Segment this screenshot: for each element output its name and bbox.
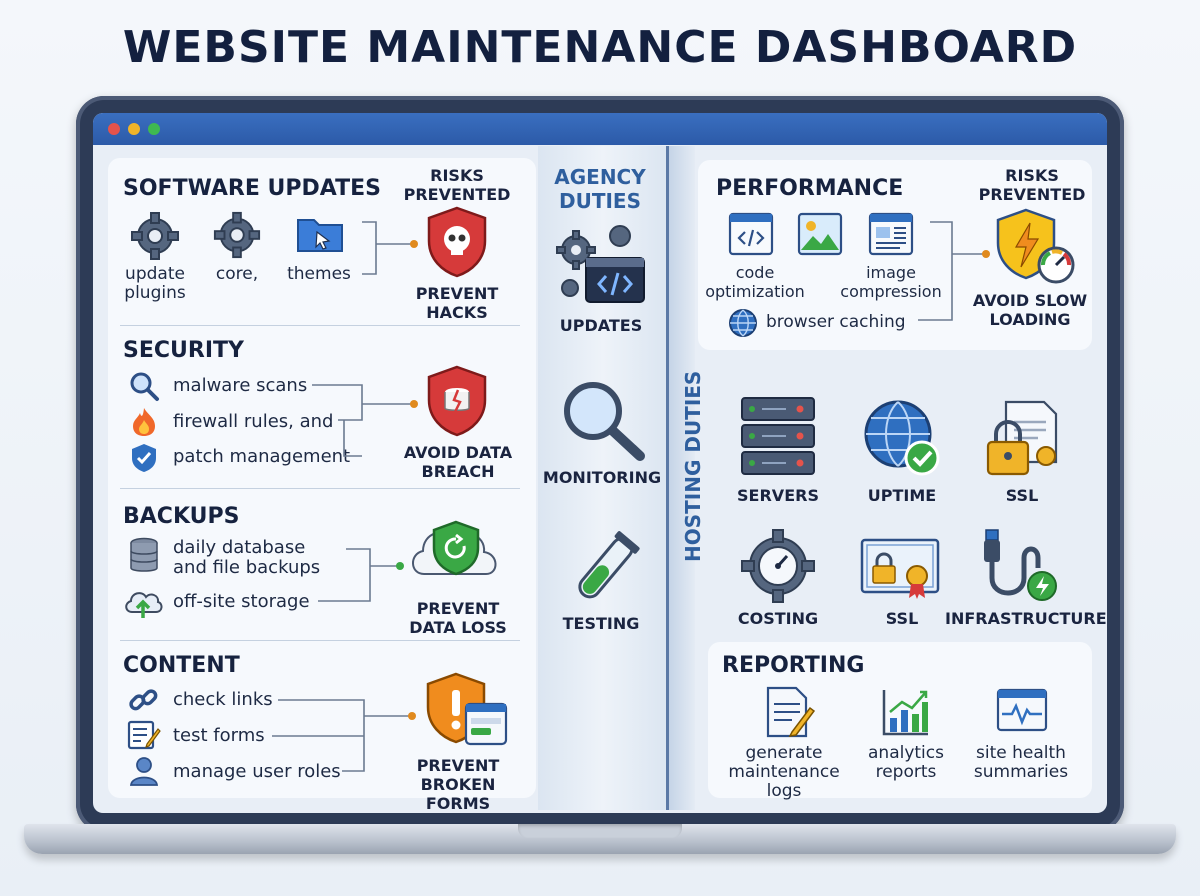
main-title: WEBSITE MAINTENANCE DASHBOARD [122,22,1078,73]
shield-lightning-icon [996,208,1075,284]
patch-management-label: patch management [173,446,351,467]
avoid-data-breach-caption: AVOID DATA BREACH [403,443,513,481]
browser-caching-label: browser caching [766,312,906,332]
user-icon [130,757,158,786]
shield-warning-icon [426,672,508,746]
link-icon [129,689,158,711]
database-icon [130,537,158,572]
testing-caption: TESTING [562,614,640,633]
performance-risks-header: RISKS PREVENTED [978,166,1086,204]
uptime-globe-icon [864,400,940,476]
shield-check-icon [132,444,156,472]
laptop-notch [518,824,682,838]
folder-icon [297,219,343,252]
monitoring-magnifier-icon [564,382,645,461]
themes-label: themes [287,264,351,284]
ssl-caption: SSL [1005,486,1039,505]
servers-caption: SERVERS [737,486,819,505]
prevent-hacks-caption: PREVENT HACKS [415,284,499,322]
site-health-label: site health summaries [973,743,1069,782]
window-titlebar [93,113,1107,145]
costing-gauge-icon [741,529,815,603]
analytics-reports-label: analytics reports [868,743,944,782]
compression-window-icon [868,212,914,256]
column-divider [666,146,669,810]
agency-duties-column [538,146,668,810]
content-title: CONTENT [123,653,240,678]
test-forms-label: test forms [173,725,265,746]
fire-icon [133,408,155,436]
manage-user-roles-label: manage user roles [173,761,341,782]
form-edit-icon [127,720,161,750]
close-dot[interactable] [108,123,120,135]
off-site-storage-label: off-site storage [173,591,310,612]
security-title: SECURITY [123,338,244,363]
core-gear-icon [213,211,261,259]
globe-icon [729,309,757,337]
prevent-broken-forms-caption: PREVENT BROKEN FORMS [416,756,500,813]
daily-backups-label: daily database and file backups [173,537,321,578]
hosting-duties-label: HOSTING DUTIES [681,370,705,562]
cloud-upload-icon [125,592,163,618]
monitoring-caption: MONITORING [542,468,662,487]
image-icon [797,212,843,256]
generate-logs-label: generate maintenance logs [728,743,840,801]
core-label: core, [215,264,259,284]
cloud-shield-icon [412,520,497,576]
avoid-slow-loading-caption: AVOID SLOW LOADING [972,291,1088,329]
update-plugins-label: update plugins [124,264,186,303]
updates-caption: UPDATES [559,316,643,335]
costing-caption: COSTING [737,609,819,628]
code-window-icon [728,212,774,256]
agency-duties-title: AGENCY DUTIES [554,165,646,213]
reporting-title: REPORTING [722,653,865,678]
infrastructure-caption: INFRASTRUCTURE [945,609,1107,628]
maximize-dot[interactable] [148,123,160,135]
shield-skull-icon [427,206,487,278]
hosting-strip [669,146,695,810]
image-compression-label: image compression [840,263,942,301]
section-divider [120,640,520,641]
shield-broken-icon [427,365,487,437]
backups-title: BACKUPS [123,504,240,529]
updates-icon [556,225,645,303]
test-tube-icon [578,531,640,599]
analytics-chart-icon [882,690,928,736]
code-optimization-label: code optimization [705,263,805,301]
prevent-data-loss-caption: PREVENT DATA LOSS [409,599,507,637]
ssl-badge-caption: SSL [885,609,919,628]
software-updates-title: SOFTWARE UPDATES [123,176,381,201]
section-divider [120,325,520,326]
check-links-label: check links [173,689,273,710]
risks-prevented-header: RISKS PREVENTED [403,166,511,204]
uptime-caption: UPTIME [867,486,937,505]
firewall-rules-label: firewall rules, and [173,411,334,432]
magnifier-icon [130,372,159,401]
ssl-certificate-icon [986,400,1058,476]
servers-icon [741,397,815,475]
gear-icon [131,212,179,260]
health-monitor-icon [996,688,1048,732]
ssl-badge-icon [860,538,940,599]
malware-scans-label: malware scans [173,375,308,396]
minimize-dot[interactable] [128,123,140,135]
performance-title: PERFORMANCE [716,176,904,201]
log-document-icon [766,686,816,738]
infrastructure-cable-icon [984,529,1057,601]
section-divider [120,488,520,489]
